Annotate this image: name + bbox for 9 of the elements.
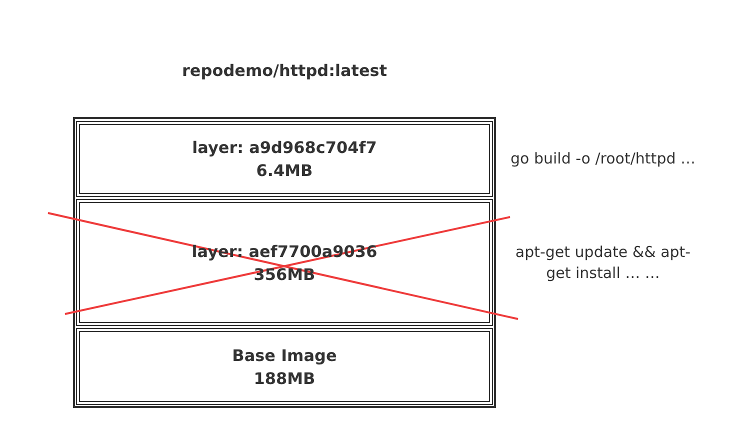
layer-size: 188MB [254, 368, 316, 390]
layer-size: 356MB [254, 264, 316, 286]
layer-size: 6.4MB [256, 160, 313, 182]
command-note: apt-get update && apt-get install … … [514, 242, 692, 284]
layer-title: Base Image [232, 344, 337, 366]
layer-box [76, 328, 493, 405]
layer-title: layer: a9d968c704f7 [192, 137, 377, 159]
command-note: go build -o /root/httpd … [509, 148, 697, 170]
image-name: repodemo/httpd:latest [182, 60, 387, 82]
